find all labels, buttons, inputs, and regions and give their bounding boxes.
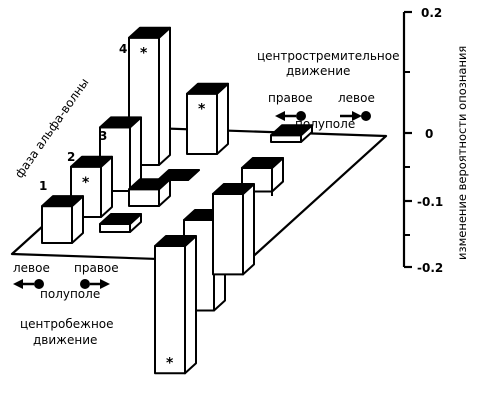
bar-top-face bbox=[186, 82, 229, 95]
bar-mid-phase-2 bbox=[128, 178, 171, 207]
bar-top-face bbox=[154, 235, 197, 247]
significance-mark: * bbox=[140, 46, 148, 62]
upper-left-label: левое bbox=[338, 91, 375, 105]
y-axis-label: изменение вероятности опознания bbox=[455, 46, 469, 260]
y-tick-label-minus-0.1: -0.1 bbox=[417, 195, 443, 209]
bar-top-face bbox=[212, 183, 255, 195]
lower-hemifield-label: полуполе bbox=[40, 287, 100, 301]
bar-right-phase-2 bbox=[212, 183, 255, 276]
bar-top-face bbox=[99, 212, 142, 225]
significance-mark: * bbox=[82, 175, 90, 191]
bar-side-face bbox=[184, 235, 197, 375]
bar-front-face bbox=[128, 188, 160, 207]
arrow-right-icon bbox=[275, 111, 306, 121]
bar-left-phase-2: * bbox=[70, 155, 113, 218]
bar-side-face bbox=[242, 183, 255, 276]
y-tick-label-0.2: 0.2 bbox=[421, 6, 442, 20]
bar-inner-phase-1: * bbox=[154, 235, 197, 375]
arrow-right-lower-icon bbox=[80, 279, 110, 289]
bar-side-face bbox=[216, 82, 229, 155]
lower-left-label: левое bbox=[13, 261, 50, 275]
y-tick-label-minus-0.2: -0.2 bbox=[417, 261, 443, 275]
bar-top-face bbox=[270, 124, 313, 137]
bar-top-face bbox=[157, 169, 200, 181]
upper-right-label: правое bbox=[268, 91, 313, 105]
bar-front-face bbox=[270, 134, 302, 143]
bars-layer: ****** bbox=[41, 26, 313, 375]
y-tick-label-0: 0 bbox=[425, 127, 433, 141]
bar-right-phase-4 bbox=[270, 124, 313, 143]
bar-mid-phase-4: * bbox=[186, 82, 229, 155]
arrow-left-lower-icon bbox=[13, 279, 44, 289]
centrifugal-line-2: движение bbox=[33, 333, 97, 347]
bar-top-face bbox=[128, 178, 171, 191]
bar-top-face bbox=[70, 155, 113, 168]
bar-front-face bbox=[41, 205, 73, 244]
significance-mark: * bbox=[166, 355, 174, 371]
arrow-left-icon bbox=[340, 111, 371, 121]
phase-label-2: 2 bbox=[67, 150, 75, 164]
bar-side-face bbox=[158, 26, 171, 166]
bar-top-face bbox=[99, 116, 142, 129]
upper-hemifield-label: полуполе bbox=[295, 117, 355, 131]
centrifugal-line-1: центробежное bbox=[20, 317, 114, 331]
bar-front-face bbox=[212, 193, 244, 276]
bar-front-face bbox=[154, 245, 186, 375]
bar-front-face bbox=[99, 222, 131, 233]
centripetal-line-2: движение bbox=[286, 64, 350, 78]
phase-label-4: 4 bbox=[119, 42, 127, 56]
bar-top-face bbox=[41, 195, 84, 208]
phase-label-1: 1 bbox=[39, 179, 47, 193]
significance-mark: * bbox=[198, 102, 206, 118]
bar-top-face bbox=[128, 26, 171, 39]
bar-mid-phase-1 bbox=[99, 212, 142, 233]
bar-left-phase-1 bbox=[41, 195, 84, 244]
lower-right-label: правое bbox=[74, 261, 119, 275]
bar-mid-phase-3 bbox=[157, 169, 200, 181]
phase-label-3: 3 bbox=[99, 129, 107, 143]
bar-top-face bbox=[241, 157, 284, 169]
y-axis: 0.2 0 -0.1 -0.2 изменение вероятности оп… bbox=[402, 6, 469, 275]
centripetal-line-1: центростремительное bbox=[257, 49, 399, 63]
